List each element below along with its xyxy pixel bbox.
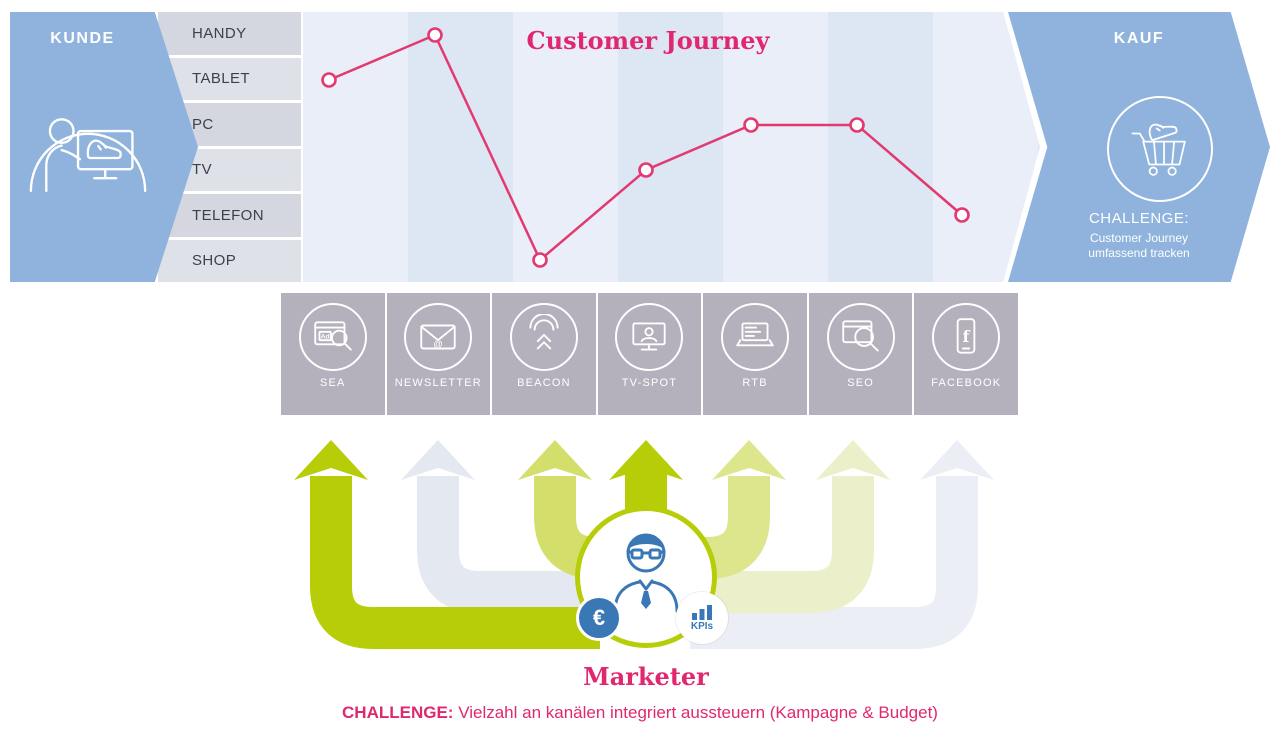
channel-label: TV — [192, 161, 212, 179]
touchpoint-rtb: RTB — [703, 293, 807, 415]
marketer-challenge-bold: CHALLENGE: — [342, 703, 454, 722]
kpis-label: KPIs — [690, 621, 714, 632]
bar-chart-icon — [692, 605, 712, 620]
touchpoint-bar: Ad SEA @ NEWSLETTER — [281, 293, 1018, 415]
rtb-laptop-icon — [721, 303, 790, 371]
marketer-label: Marketer — [583, 662, 709, 691]
channel-row-handy: HANDY — [158, 12, 301, 55]
seo-search-icon — [826, 303, 895, 371]
kauf-challenge: CHALLENGE: Customer Journey umfassend tr… — [1040, 210, 1238, 261]
purchase-cart-circle — [1107, 96, 1213, 202]
kauf-challenge-line1: Customer Journey — [1089, 231, 1189, 245]
channel-row-telefon: TELEFON — [158, 194, 301, 237]
sea-ad-search-icon: Ad — [298, 303, 367, 371]
channel-row-shop: SHOP — [158, 239, 301, 282]
channel-row-tablet: TABLET — [158, 57, 301, 100]
touchpoint-sea: Ad SEA — [281, 293, 385, 415]
channel-label: TABLET — [192, 70, 250, 88]
touchpoint-label: FACEBOOK — [931, 377, 1002, 389]
touchpoint-label: SEO — [847, 377, 875, 389]
svg-text:Ad: Ad — [320, 334, 329, 341]
touchpoint-label: SEA — [319, 377, 346, 389]
kunde-label: KUNDE — [50, 30, 115, 47]
touchpoint-tv-spot: TV-SPOT — [597, 293, 702, 415]
cart-with-shoe-icon — [1131, 123, 1186, 176]
journey-line-chart — [321, 27, 970, 268]
touchpoint-seo: SEO — [808, 293, 913, 415]
svg-text:@: @ — [434, 338, 443, 349]
kauf-challenge-title: CHALLENGE: — [1088, 210, 1190, 227]
channel-label: HANDY — [192, 24, 247, 42]
touchpoint-facebook: f FACEBOOK — [914, 293, 1018, 415]
kunde-arrow: KUNDE — [10, 12, 198, 282]
channel-label: SHOP — [192, 252, 237, 270]
kpis-badge: KPIs — [676, 592, 728, 644]
tv-spot-icon — [615, 303, 684, 371]
customer-with-screen-icon — [29, 118, 147, 193]
channel-list: HANDY TABLET PC TV TELEFON SHOP — [158, 12, 301, 282]
marketer-challenge-text: Vielzahl an kanälen integriert aussteuer… — [453, 703, 938, 722]
touchpoint-label: TV-SPOT — [621, 377, 678, 389]
touchpoint-newsletter: @ NEWSLETTER — [386, 293, 491, 415]
marketer-person-icon — [613, 533, 679, 613]
svg-text:f: f — [963, 327, 971, 346]
journey-chart-area: Customer Journey — [303, 12, 1040, 282]
touchpoint-label: NEWSLETTER — [394, 377, 482, 389]
euro-budget-badge: € — [576, 595, 622, 641]
kauf-challenge-line2: umfassend tracken — [1088, 246, 1190, 260]
channel-label: PC — [192, 115, 214, 133]
channel-funnel-arrows — [294, 440, 994, 649]
touchpoint-beacon: BEACON — [492, 293, 596, 415]
funnel-arrow-seo — [690, 440, 890, 613]
beacon-signal-icon — [509, 303, 578, 371]
funnel-arrow-newsletter — [401, 440, 600, 613]
newsletter-envelope-icon: @ — [404, 303, 473, 371]
chart-title: Customer Journey — [526, 26, 770, 55]
euro-symbol: € — [592, 605, 606, 630]
touchpoint-label: RTB — [742, 377, 768, 389]
kauf-label: KAUF — [1113, 30, 1165, 47]
funnel-arrow-sea — [294, 440, 600, 649]
marketer-challenge: CHALLENGE: Vielzahl an kanälen integrier… — [0, 703, 1280, 723]
funnel-arrow-facebook — [690, 440, 994, 649]
kauf-arrow: KAUF CHALLENGE: Customer Jour — [1008, 12, 1270, 282]
touchpoint-label: BEACON — [517, 377, 571, 389]
facebook-phone-icon: f — [932, 303, 1001, 371]
channel-label: TELEFON — [192, 206, 264, 224]
